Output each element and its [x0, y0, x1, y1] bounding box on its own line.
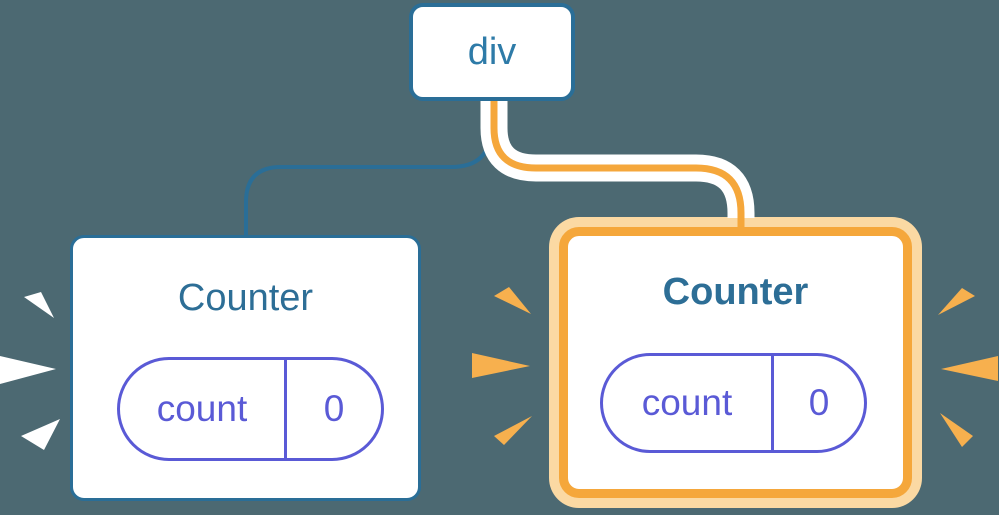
left-counter-burst-icon — [0, 292, 60, 450]
burst-ray-icon — [0, 356, 56, 384]
burst-ray-icon — [941, 356, 998, 381]
edge-div-to-right-counter-halo — [480, 101, 755, 218]
edge-div-to-right-counter — [490, 101, 745, 234]
burst-ray-icon — [21, 419, 60, 450]
burst-ray-icon — [472, 353, 530, 378]
burst-ray-icon — [494, 416, 532, 445]
burst-ray-icon — [494, 287, 531, 314]
right-counter-title: Counter — [662, 271, 809, 313]
state-value-label: 0 — [284, 360, 381, 458]
right-counter-node-highlighted: Counter count 0 — [559, 227, 912, 498]
burst-ray-icon — [24, 292, 54, 318]
state-key-label: count — [156, 388, 248, 429]
burst-ray-icon — [938, 288, 975, 315]
left-counter-node: Counter count 0 — [70, 235, 421, 501]
state-value-label: 0 — [771, 356, 864, 450]
right-counter-state-pill: count 0 — [600, 353, 867, 453]
right-counter-burst-left-icon — [472, 287, 532, 445]
root-div-node: div — [409, 3, 575, 101]
left-counter-title: Counter — [177, 277, 314, 319]
state-key-label: count — [641, 382, 733, 423]
burst-ray-icon — [940, 413, 973, 447]
edge-div-to-left-counter — [244, 100, 493, 237]
right-counter-burst-right-icon — [938, 288, 998, 447]
left-counter-state-pill: count 0 — [117, 357, 384, 461]
root-div-label: div — [467, 30, 517, 73]
